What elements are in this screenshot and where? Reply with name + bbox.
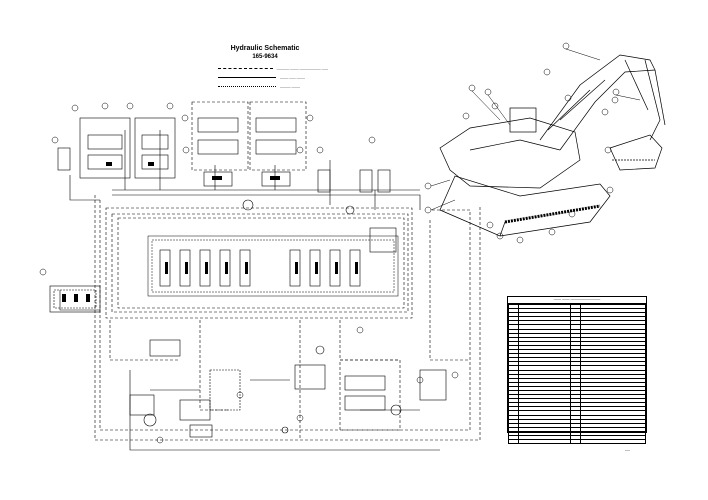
parts-table-cell — [570, 439, 582, 445]
line-legend: ────── ──── ────────── ─── ──── ─── ────… — [218, 64, 328, 91]
legend-row: ───── ──── — [218, 82, 328, 91]
parts-table-cell — [518, 439, 572, 445]
page-number: ── — [625, 449, 630, 453]
diagram-title: Hydraulic Schematic — [230, 45, 300, 52]
legend-row: ────── ──── ────────── ─── — [218, 64, 328, 73]
parts-table-cell — [507, 439, 520, 445]
legend-line-solid — [218, 77, 276, 78]
legend-label: ────── ──── ────────── ─── — [276, 66, 328, 71]
legend-line-dashed — [218, 68, 273, 69]
parts-table-cell — [580, 439, 646, 445]
legend-line-dotted — [218, 86, 276, 87]
parts-table-row — [507, 439, 646, 445]
parts-table-grid — [507, 303, 646, 445]
legend-row: ──── ─── ──── — [218, 73, 328, 82]
parts-table-title: ─── ─── ──────────── — [508, 297, 646, 304]
legend-label: ───── ──── — [280, 84, 300, 89]
title-block: Hydraulic Schematic 165-9634 — [200, 44, 330, 61]
part-number: 165-9634 — [252, 54, 278, 60]
component-parts-table: ─── ─── ──────────── — [507, 296, 647, 445]
legend-label: ──── ─── ──── — [280, 75, 306, 80]
